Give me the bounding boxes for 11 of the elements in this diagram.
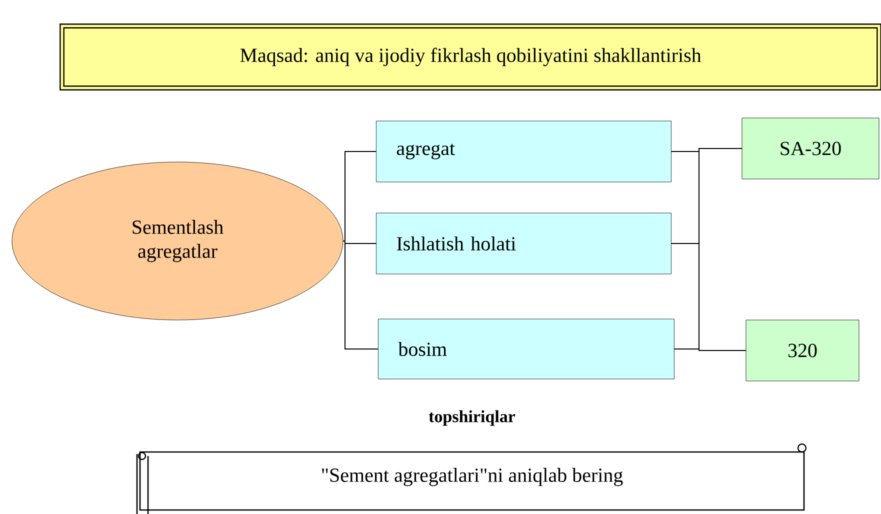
process-box: bosim (378, 318, 674, 380)
goal-box: Maqsad: aniq va ijodiy fikrlash qobiliyatini shakllantirish (60, 24, 881, 90)
task-heading: topshiriqlar (428, 410, 516, 426)
connector-line (342, 240, 378, 350)
connector-line (342, 240, 376, 244)
process-box: Ishlatish holati (376, 212, 672, 274)
value-box: SA-320 (742, 118, 880, 180)
task-scroll: "Sement agregatlari"ni aniqlab bering (136, 443, 807, 514)
process-box: agregat (376, 120, 672, 182)
value-box: 320 (746, 320, 860, 382)
connector-line (342, 151, 376, 242)
